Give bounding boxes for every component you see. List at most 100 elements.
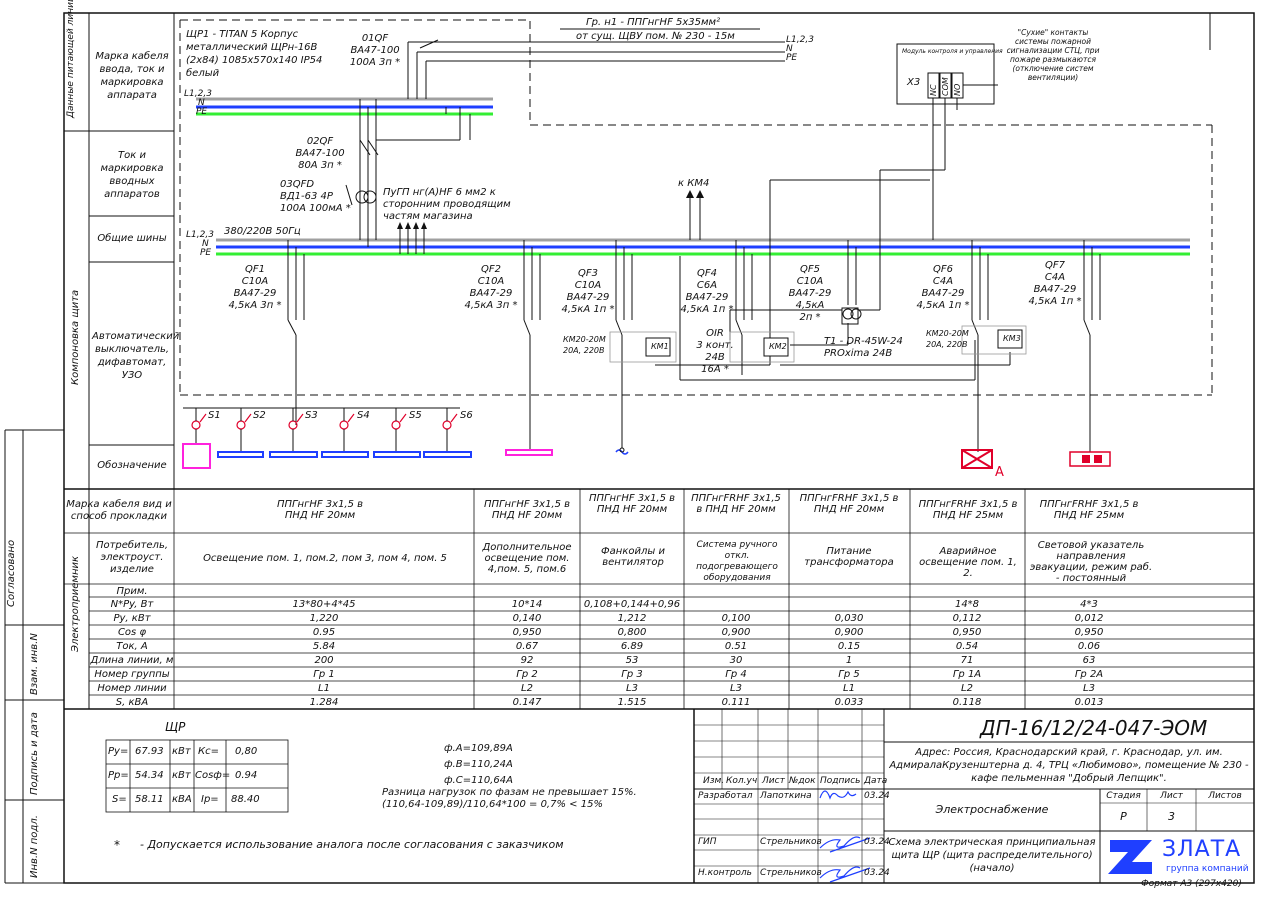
table-row-label: Номер линии bbox=[97, 683, 167, 694]
breaker-capacity: 4,5кА 3п * bbox=[464, 300, 518, 311]
panel-boundary bbox=[179, 19, 1213, 396]
left-label-data-lines: Данные питающей линии bbox=[66, 0, 76, 118]
table-cell: 0,012 bbox=[1074, 613, 1104, 624]
cable-col-3: ППГнгHF 3х1,5 в ПНД HF 20мм bbox=[588, 493, 676, 515]
table-cell: 0.111 bbox=[721, 697, 751, 708]
breaker-rating: С10А bbox=[796, 276, 824, 287]
summary-py-label: Ру= bbox=[108, 746, 129, 757]
cable-col-4: ППГнгFRHF 3х1,5 в ПНД HF 20мм bbox=[691, 493, 781, 515]
table-cell: Гр 5 bbox=[838, 669, 860, 680]
km1-label: КМ1 bbox=[651, 342, 669, 351]
stamp-label-inv: Инв.N подл. bbox=[29, 815, 40, 878]
cable-col-5: ППГнгFRHF 3х1,5 в ПНД HF 20мм bbox=[799, 493, 899, 515]
stamp-dev-name: Лапоткина bbox=[760, 791, 812, 801]
feeder-wires bbox=[359, 28, 785, 254]
qf03-type: ВД1-63 4Р bbox=[280, 191, 333, 202]
t1-model: Т1 - DR-45W-24 bbox=[824, 336, 903, 347]
summary-s-unit: кВА bbox=[172, 794, 192, 805]
breaker-qf2: QF2 С10А ВА47-29 4,5кА 3п * bbox=[456, 264, 526, 312]
table-cell: 0,950 bbox=[1074, 627, 1104, 638]
phase-b: ф.В=110,24А bbox=[444, 759, 513, 770]
phase-diff-line2: (110,64-109,89)/110,64*100 = 0,7% < 15% bbox=[382, 799, 603, 810]
breaker-name: QF5 bbox=[800, 264, 820, 275]
switch-s5: S5 bbox=[409, 410, 422, 421]
summary-pp-label: Рр= bbox=[108, 770, 129, 781]
stamp-gip-name: Стрельников bbox=[760, 837, 822, 847]
feed-phase-labels: L1,2,3 N PE bbox=[786, 36, 814, 63]
breaker-capacity: 4,5кА bbox=[795, 300, 825, 311]
table-cell: 0,900 bbox=[834, 627, 864, 638]
table-cell: 10*14 bbox=[511, 599, 543, 610]
table-cell: 0.51 bbox=[724, 641, 748, 652]
dry-line2: системы пожарной bbox=[1014, 37, 1092, 46]
sheet-desc-line1: Схема электрическая принципиальная bbox=[888, 837, 1096, 848]
breaker-name: QF7 bbox=[1045, 260, 1065, 271]
top-bus-labels: L1,2,3 N PE bbox=[184, 90, 212, 117]
row-label-cable-way: Марка кабеля вид и способ прокладки bbox=[66, 499, 172, 522]
main-buses bbox=[216, 238, 1190, 256]
phase-a: ф.А=109,89А bbox=[444, 743, 513, 754]
summary-kc-label: Кс= bbox=[198, 746, 219, 757]
main-bus-pe: PE bbox=[200, 248, 212, 258]
t1-brand: PROxima 24В bbox=[824, 348, 893, 359]
qf02-rating: 80А 3п * bbox=[298, 160, 342, 171]
stamp-grid bbox=[694, 709, 1254, 883]
breaker-capacity: 4,5кА 1п * bbox=[561, 304, 615, 315]
table-cell: 0.118 bbox=[952, 697, 982, 708]
panel-description: ЩР1 - TITAN 5 Корпус металлический ЩРн-1… bbox=[186, 28, 322, 80]
stamp-nk-name: Стрельников bbox=[760, 868, 822, 878]
address-block: Адрес: Россия, Краснодарский край, г. Кр… bbox=[886, 746, 1252, 785]
main-bus-n: N bbox=[202, 239, 209, 249]
qf01-rating: 100А 3п * bbox=[349, 57, 401, 68]
format-label: Формат А3 (297х420) bbox=[1141, 879, 1242, 889]
summary-title: ЩР bbox=[165, 720, 186, 734]
stamp-label-sign-date: Подпись и дата bbox=[29, 712, 40, 795]
breaker-name: QF6 bbox=[933, 264, 953, 275]
stamp-label-agreed: Согласовано bbox=[6, 539, 17, 607]
summary-pp-value: 54.34 bbox=[135, 770, 164, 781]
table-cell: Гр 3 bbox=[621, 669, 643, 680]
logo-z-mark bbox=[1108, 840, 1152, 874]
table-cell: Гр 1А bbox=[952, 669, 982, 680]
breaker-type: ВА47-29 bbox=[685, 292, 729, 303]
table-grid bbox=[64, 489, 1254, 709]
table-cell: Гр 4 bbox=[725, 669, 747, 680]
breaker-capacity: 4,5кА 1п * bbox=[680, 304, 734, 315]
table-cell: 4*3 bbox=[1080, 599, 1098, 610]
cable-col-2: ППГнгHF 3х1,5 в ПНД HF 20мм bbox=[483, 499, 571, 521]
table-cell: L2 bbox=[961, 683, 973, 694]
stamp-sheet-header: Лист bbox=[1160, 791, 1183, 801]
summary-ip-value: 88.40 bbox=[231, 794, 260, 805]
logo-name: ЗЛАТА bbox=[1162, 837, 1242, 862]
table-cell: 0.147 bbox=[512, 697, 542, 708]
breaker-type: ВА47-29 bbox=[233, 288, 277, 299]
km3-label: КМ3 bbox=[1003, 334, 1021, 343]
table-cell: 1.284 bbox=[309, 697, 339, 708]
pugp-line2: сторонним проводящим bbox=[383, 199, 511, 210]
stamp-dev-date: 03.24 bbox=[864, 791, 890, 801]
stamp-stage-header: Стадия bbox=[1106, 791, 1141, 801]
voltage-label: 380/220В 50Гц bbox=[224, 226, 301, 237]
qf02-label: 02QF ВА47-100 80А 3п * bbox=[290, 136, 350, 172]
summary-s-label: S= bbox=[112, 794, 127, 805]
dry-line6: вентиляции) bbox=[1027, 73, 1079, 82]
table-cell: 200 bbox=[314, 655, 334, 666]
feed-n: N bbox=[786, 44, 793, 54]
document-code: ДП-16/12/24-047-ЭОМ bbox=[980, 716, 1208, 740]
table-cell: 1 bbox=[845, 655, 853, 666]
qf01-switch bbox=[419, 39, 460, 49]
feed-line-label: Гр. н1 - ППГнгHF 5х35мм² bbox=[586, 17, 721, 28]
logo-subtitle: группа компаний bbox=[1166, 864, 1249, 874]
phase-c: ф.С=110,64А bbox=[444, 775, 513, 786]
table-cell: 53 bbox=[625, 655, 639, 666]
contactor-boxes bbox=[645, 307, 1023, 357]
switch-s3: S3 bbox=[305, 410, 318, 421]
km20-label-2: КМ20-20М 20А, 220В bbox=[926, 328, 969, 350]
feed-pe: PE bbox=[786, 53, 798, 63]
row-label-consumer: Потребитель, электроуст. изделие bbox=[95, 540, 169, 575]
breaker-rating: С6А bbox=[696, 280, 718, 291]
sheet-description: Схема электрическая принципиальная щита … bbox=[886, 836, 1098, 875]
cable-col-7: ППГнгFRHF 3х1,5 в ПНД HF 25мм bbox=[1039, 499, 1139, 521]
oir-line1: OIR bbox=[706, 328, 724, 339]
